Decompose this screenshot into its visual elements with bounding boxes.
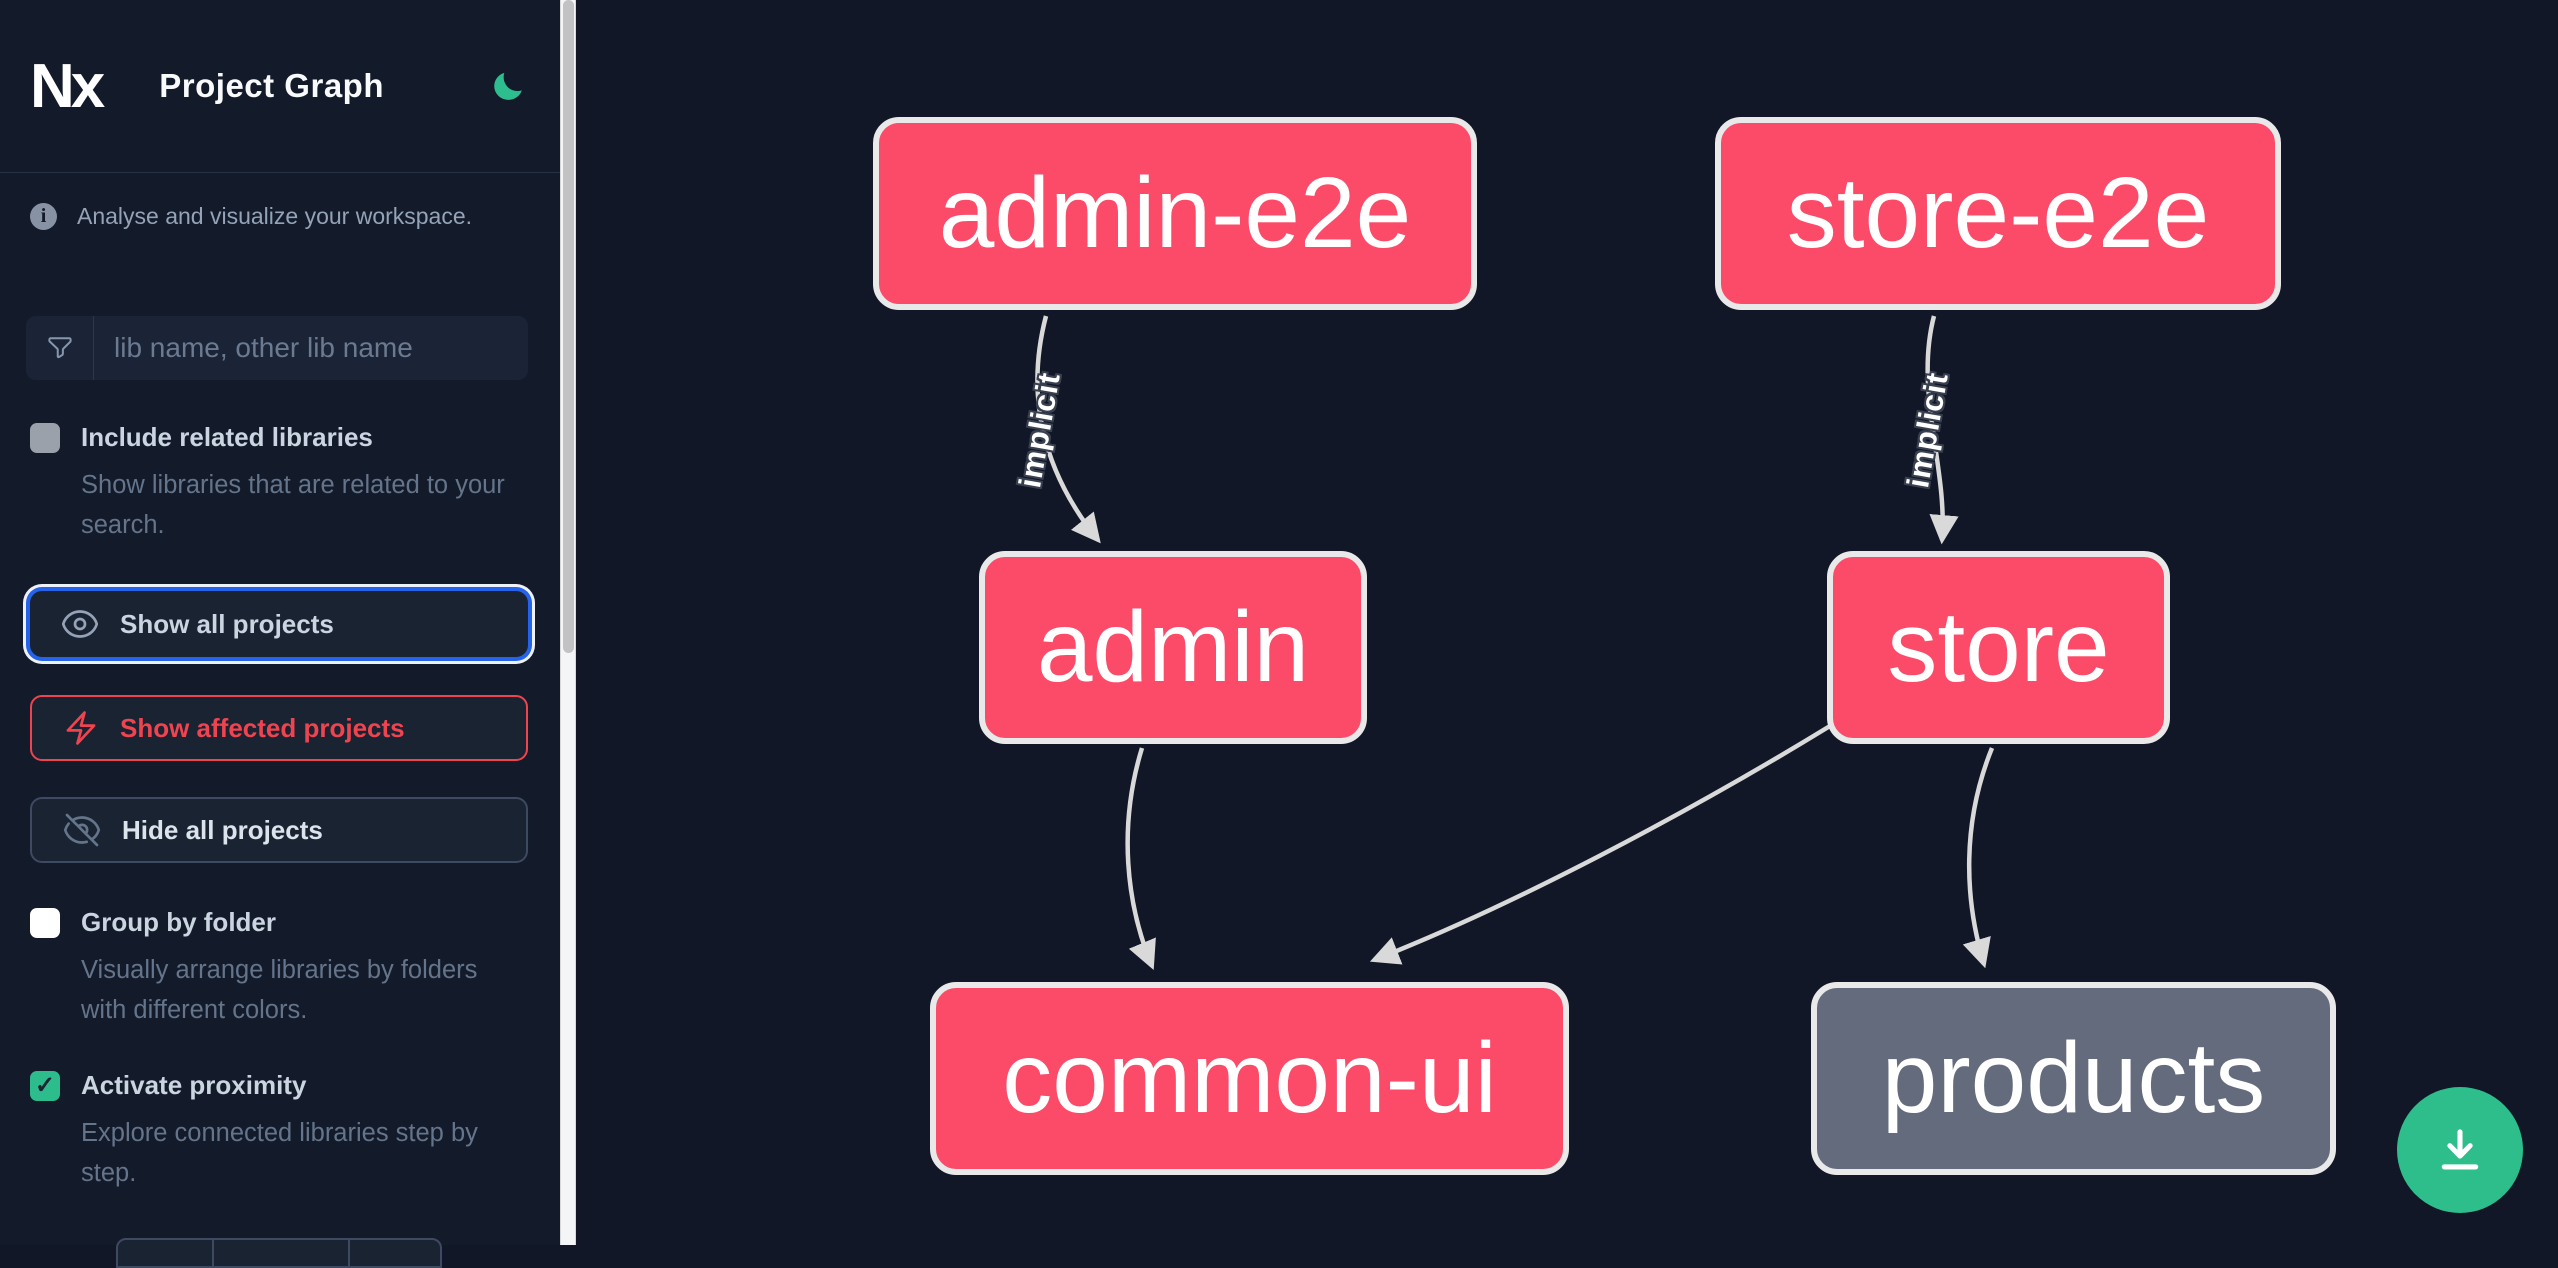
- show-affected-projects-label: Show affected projects: [120, 712, 405, 743]
- activate-proximity-option: ✓ Activate proximity Explore connected l…: [0, 1070, 560, 1193]
- funnel-icon: [26, 316, 94, 380]
- hide-all-projects-label: Hide all projects: [122, 814, 323, 845]
- activate-proximity-label[interactable]: Activate proximity: [81, 1070, 307, 1100]
- bolt-icon: [62, 709, 100, 747]
- include-related-label[interactable]: Include related libraries: [81, 422, 373, 452]
- sidebar-scrollbar-track[interactable]: [560, 0, 576, 1245]
- sidebar: Nx Project Graph i Analyse and visualize…: [0, 0, 560, 1268]
- page-title: Project Graph: [159, 67, 384, 104]
- download-icon: [2431, 1121, 2489, 1179]
- graph-node-store[interactable]: store: [1827, 551, 2170, 744]
- sidebar-scrollbar-thumb[interactable]: [562, 0, 574, 653]
- sidebar-header: Nx Project Graph: [0, 0, 560, 173]
- hide-all-projects-button[interactable]: Hide all projects: [30, 797, 528, 863]
- edge-store-to-common-ui: [1369, 724, 1832, 965]
- edge-label-implicit: implicit: [1012, 369, 1067, 491]
- decrement-button[interactable]: [118, 1240, 212, 1266]
- nx-logo: Nx: [30, 51, 105, 121]
- proximity-depth-control[interactable]: [116, 1238, 442, 1268]
- workspace-tagline: Analyse and visualize your workspace.: [77, 203, 473, 229]
- graph-node-store-e2e[interactable]: store-e2e: [1715, 117, 2281, 310]
- include-related-option: Include related libraries Show libraries…: [0, 422, 560, 545]
- group-by-folder-option: Group by folder Visually arrange librari…: [0, 907, 560, 1030]
- increment-button[interactable]: [348, 1240, 440, 1266]
- activate-proximity-description: Explore connected libraries step by step…: [81, 1119, 478, 1187]
- group-by-folder-checkbox[interactable]: [30, 907, 60, 938]
- include-related-checkbox[interactable]: [30, 422, 60, 453]
- edge-admin-to-common-ui: [1125, 747, 1156, 971]
- edge-label-implicit: implicit: [1900, 369, 1955, 491]
- show-all-projects-label: Show all projects: [120, 608, 334, 639]
- depth-value: [212, 1240, 348, 1266]
- checkmark-icon: ✓: [34, 1071, 56, 1099]
- include-related-description: Show libraries that are related to your …: [81, 471, 505, 539]
- workspace-tagline-row: i Analyse and visualize your workspace.: [0, 203, 560, 230]
- info-icon: i: [30, 203, 57, 230]
- eye-slash-icon: [62, 810, 102, 850]
- group-by-folder-label[interactable]: Group by folder: [81, 907, 276, 937]
- show-affected-projects-button[interactable]: Show affected projects: [30, 695, 528, 761]
- download-graph-button[interactable]: [2397, 1087, 2523, 1213]
- graph-node-common-ui[interactable]: common-ui: [930, 982, 1569, 1175]
- eye-icon: [60, 604, 100, 644]
- graph-node-products[interactable]: products: [1811, 982, 2336, 1175]
- graph-node-admin-e2e[interactable]: admin-e2e: [873, 117, 1477, 310]
- graph-node-admin[interactable]: admin: [979, 551, 1367, 744]
- edge-store-to-products: [1962, 747, 1995, 969]
- library-filter-input[interactable]: [94, 316, 528, 380]
- group-by-folder-description: Visually arrange libraries by folders wi…: [81, 956, 478, 1024]
- theme-toggle-button[interactable]: [486, 64, 530, 108]
- moon-icon: [491, 69, 525, 103]
- library-filter: [26, 316, 528, 380]
- activate-proximity-checkbox[interactable]: ✓: [30, 1070, 60, 1101]
- show-all-projects-button[interactable]: Show all projects: [30, 591, 528, 657]
